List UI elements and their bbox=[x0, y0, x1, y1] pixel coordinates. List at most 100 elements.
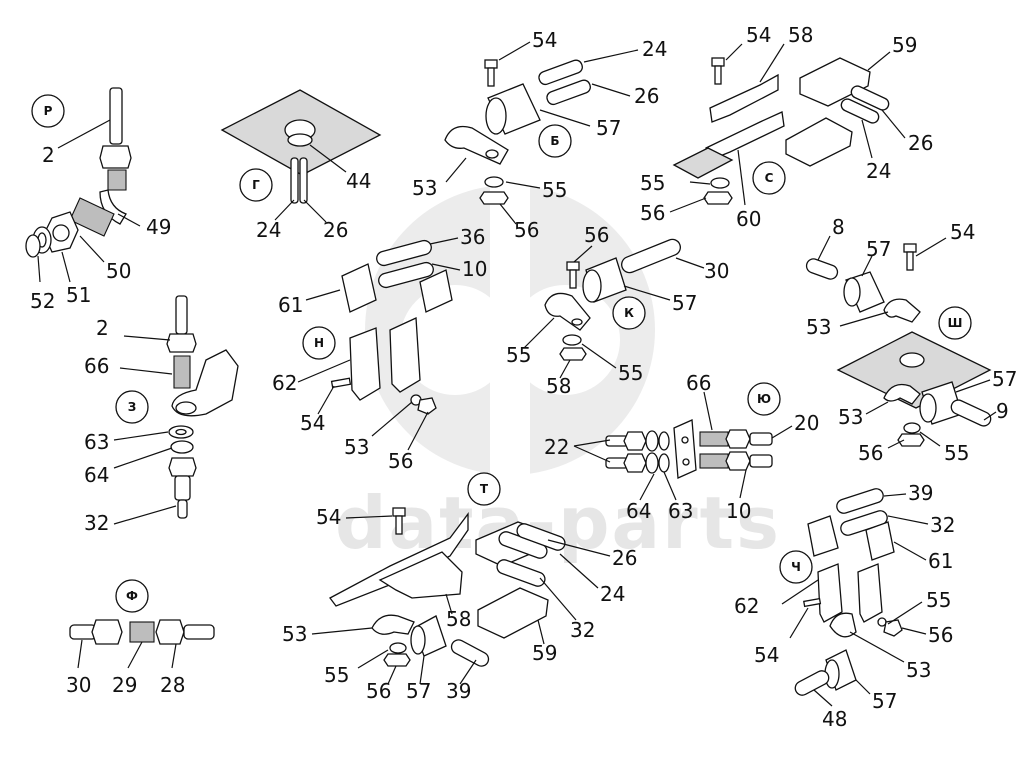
label-r-49: 49 bbox=[146, 215, 171, 239]
label-sh-57b: 57 bbox=[992, 367, 1017, 391]
label-sh-54: 54 bbox=[950, 220, 975, 244]
label-sh-53b: 53 bbox=[838, 405, 863, 429]
group-label-s: С bbox=[765, 171, 774, 185]
group-label-n: Н bbox=[314, 336, 324, 350]
label-ch-61: 61 bbox=[928, 549, 953, 573]
group-r: Р 2 49 50 51 52 bbox=[25, 87, 171, 313]
label-t-58: 58 bbox=[446, 607, 471, 631]
label-s-55: 55 bbox=[640, 171, 665, 195]
label-s-24: 24 bbox=[866, 159, 891, 183]
label-t-54: 54 bbox=[316, 505, 341, 529]
label-k-30: 30 bbox=[704, 259, 729, 283]
label-b-56: 56 bbox=[514, 218, 539, 242]
watermark-text: data-parts bbox=[335, 481, 781, 565]
group-n: Н 36 10 61 62 54 53 56 bbox=[272, 225, 487, 473]
label-ch-62: 62 bbox=[734, 594, 759, 618]
label-n-54: 54 bbox=[300, 411, 325, 435]
label-z-64: 64 bbox=[84, 463, 109, 487]
group-s: С 54 58 59 26 24 55 56 60 bbox=[640, 23, 933, 231]
label-t-57: 57 bbox=[406, 679, 431, 703]
label-t-53: 53 bbox=[282, 622, 307, 646]
label-sh-55: 55 bbox=[944, 441, 969, 465]
label-z-66: 66 bbox=[84, 354, 109, 378]
label-t-59: 59 bbox=[532, 641, 557, 665]
label-f-29: 29 bbox=[112, 673, 137, 697]
group-label-f: Ф bbox=[126, 589, 138, 603]
label-z-63: 63 bbox=[84, 430, 109, 454]
label-s-26: 26 bbox=[908, 131, 933, 155]
label-b-53: 53 bbox=[412, 176, 437, 200]
label-t-24: 24 bbox=[600, 582, 625, 606]
label-sh-9: 9 bbox=[996, 399, 1009, 423]
group-sh: Ш 8 57 54 53 57 53 9 56 55 bbox=[805, 215, 1017, 465]
label-t-55: 55 bbox=[324, 663, 349, 687]
label-g-24: 24 bbox=[256, 218, 281, 242]
label-ch-39: 39 bbox=[908, 481, 933, 505]
label-yu-64: 64 bbox=[626, 499, 651, 523]
label-z-2: 2 bbox=[96, 316, 109, 340]
label-ch-57: 57 bbox=[872, 689, 897, 713]
group-z: З 2 66 63 64 32 bbox=[84, 295, 239, 535]
label-n-56: 56 bbox=[388, 449, 413, 473]
group-label-g: Г bbox=[252, 178, 260, 192]
group-label-k: К bbox=[624, 306, 634, 320]
label-n-61: 61 bbox=[278, 293, 303, 317]
label-r-2: 2 bbox=[42, 143, 55, 167]
label-n-10: 10 bbox=[462, 257, 487, 281]
label-t-56: 56 bbox=[366, 679, 391, 703]
label-s-59: 59 bbox=[892, 33, 917, 57]
label-b-55: 55 bbox=[542, 178, 567, 202]
label-ch-55: 55 bbox=[926, 588, 951, 612]
group-label-z: З bbox=[128, 400, 137, 414]
group-t: Т 54 26 24 32 53 58 59 55 56 5 bbox=[282, 472, 637, 703]
group-b: Б 54 24 26 57 53 55 56 bbox=[412, 28, 667, 242]
watermark: data-parts bbox=[335, 180, 781, 565]
label-n-62: 62 bbox=[272, 371, 297, 395]
label-k-55b: 55 bbox=[618, 361, 643, 385]
group-g: Г 44 24 26 bbox=[220, 89, 382, 242]
label-t-39: 39 bbox=[446, 679, 471, 703]
label-t-32: 32 bbox=[570, 618, 595, 642]
label-ch-54: 54 bbox=[754, 643, 779, 667]
label-ch-32: 32 bbox=[930, 513, 955, 537]
label-k-58: 58 bbox=[546, 374, 571, 398]
label-s-54: 54 bbox=[746, 23, 771, 47]
label-yu-66: 66 bbox=[686, 371, 711, 395]
label-s-60: 60 bbox=[736, 207, 761, 231]
label-n-53: 53 bbox=[344, 435, 369, 459]
label-ch-53: 53 bbox=[906, 658, 931, 682]
label-r-52: 52 bbox=[30, 289, 55, 313]
group-label-t: Т bbox=[480, 482, 489, 496]
label-sh-8: 8 bbox=[832, 215, 845, 239]
label-z-32: 32 bbox=[84, 511, 109, 535]
label-yu-22: 22 bbox=[544, 435, 569, 459]
label-k-56: 56 bbox=[584, 223, 609, 247]
label-b-54: 54 bbox=[532, 28, 557, 52]
group-yu: Ю 66 20 22 64 63 10 bbox=[544, 371, 819, 523]
label-s-56: 56 bbox=[640, 201, 665, 225]
group-label-b: Б bbox=[550, 134, 559, 148]
group-label-sh: Ш bbox=[948, 316, 963, 330]
label-r-51: 51 bbox=[66, 283, 91, 307]
label-k-55a: 55 bbox=[506, 343, 531, 367]
label-k-57: 57 bbox=[672, 291, 697, 315]
label-r-50: 50 bbox=[106, 259, 131, 283]
label-n-36: 36 bbox=[460, 225, 485, 249]
label-sh-53a: 53 bbox=[806, 315, 831, 339]
label-s-58: 58 bbox=[788, 23, 813, 47]
group-label-ch: Ч bbox=[791, 560, 801, 574]
label-b-24: 24 bbox=[642, 37, 667, 61]
label-yu-63: 63 bbox=[668, 499, 693, 523]
label-f-28: 28 bbox=[160, 673, 185, 697]
label-f-30: 30 bbox=[66, 673, 91, 697]
group-label-yu: Ю bbox=[757, 392, 771, 406]
label-g-44: 44 bbox=[346, 169, 371, 193]
group-k: К 56 30 57 55 55 58 bbox=[506, 223, 729, 398]
label-yu-20: 20 bbox=[794, 411, 819, 435]
label-b-26: 26 bbox=[634, 84, 659, 108]
group-f: Ф 30 29 28 bbox=[66, 579, 215, 697]
label-ch-56: 56 bbox=[928, 623, 953, 647]
label-g-26: 26 bbox=[323, 218, 348, 242]
group-ch: Ч 39 32 61 55 62 56 54 53 57 48 bbox=[734, 481, 955, 731]
